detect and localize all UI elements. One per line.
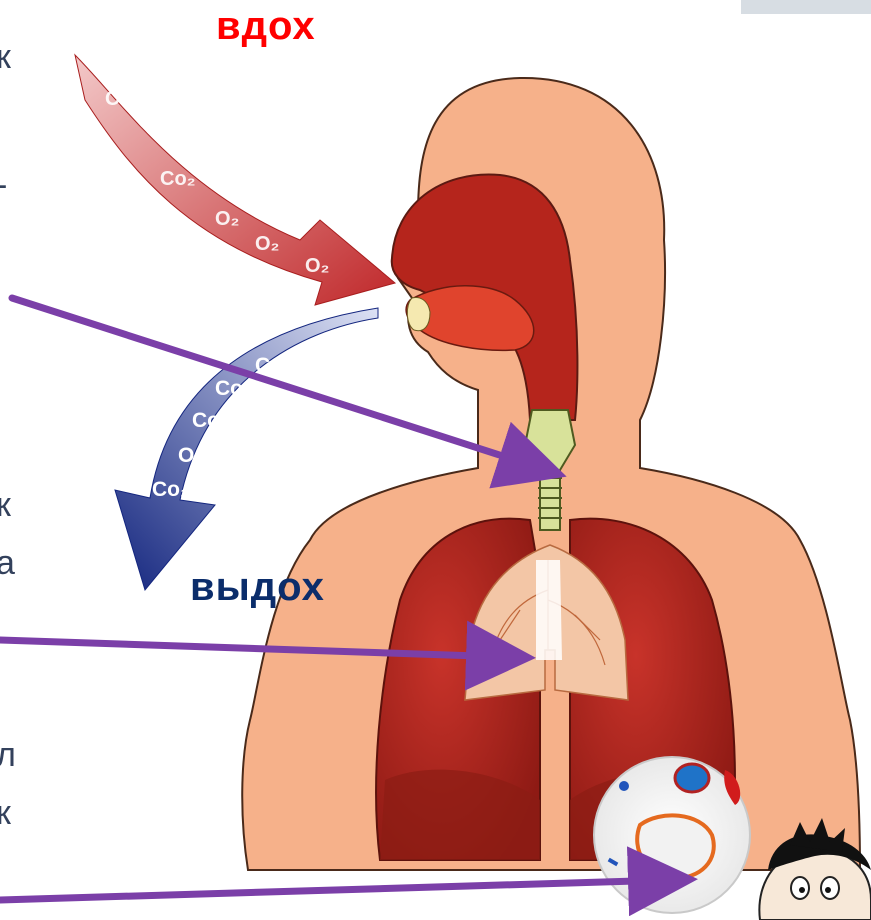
gas-label: O₂ — [145, 118, 169, 140]
gas-label: Co₂ — [192, 409, 229, 432]
inhale-arrow: O₂ O₂ O₂ Co₂ O₂ O₂ O₂ — [75, 55, 395, 305]
gas-label: Co₂ — [255, 354, 292, 377]
gas-label: O₂ — [105, 88, 129, 110]
gas-label: O₂ — [255, 233, 279, 255]
gas-label: O₂ — [305, 255, 329, 277]
gas-label: Co₂ — [215, 377, 252, 400]
inhale-label: вдох — [216, 4, 316, 49]
gas-label: Co₂ — [152, 478, 189, 501]
pointer-arrow-alveoli — [0, 880, 670, 900]
exhale-label: выдох — [190, 565, 325, 610]
gas-label: Co₂ — [160, 168, 196, 190]
gas-label: O₂ — [135, 71, 159, 93]
alveolus-inset — [594, 757, 750, 913]
gas-label: O₂ — [215, 208, 239, 230]
gas-label: O₂ — [178, 444, 204, 467]
